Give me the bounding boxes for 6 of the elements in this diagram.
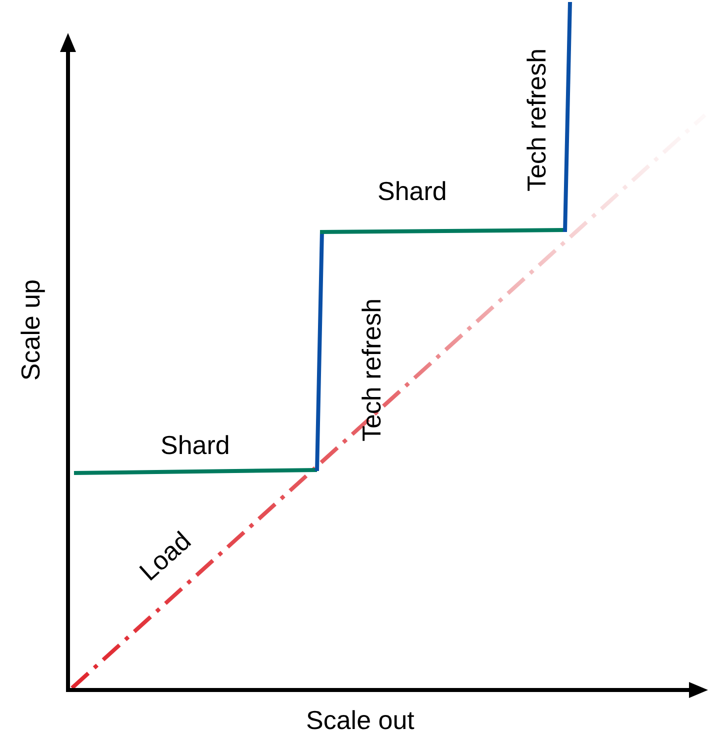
- step-label: Tech refresh: [358, 298, 384, 442]
- step-label: Shard: [160, 432, 230, 458]
- step-label: Shard: [378, 178, 447, 204]
- axis-label: Scale out: [306, 707, 414, 733]
- step-label: Tech refresh: [523, 48, 550, 192]
- axis-label: Scale up: [17, 279, 44, 381]
